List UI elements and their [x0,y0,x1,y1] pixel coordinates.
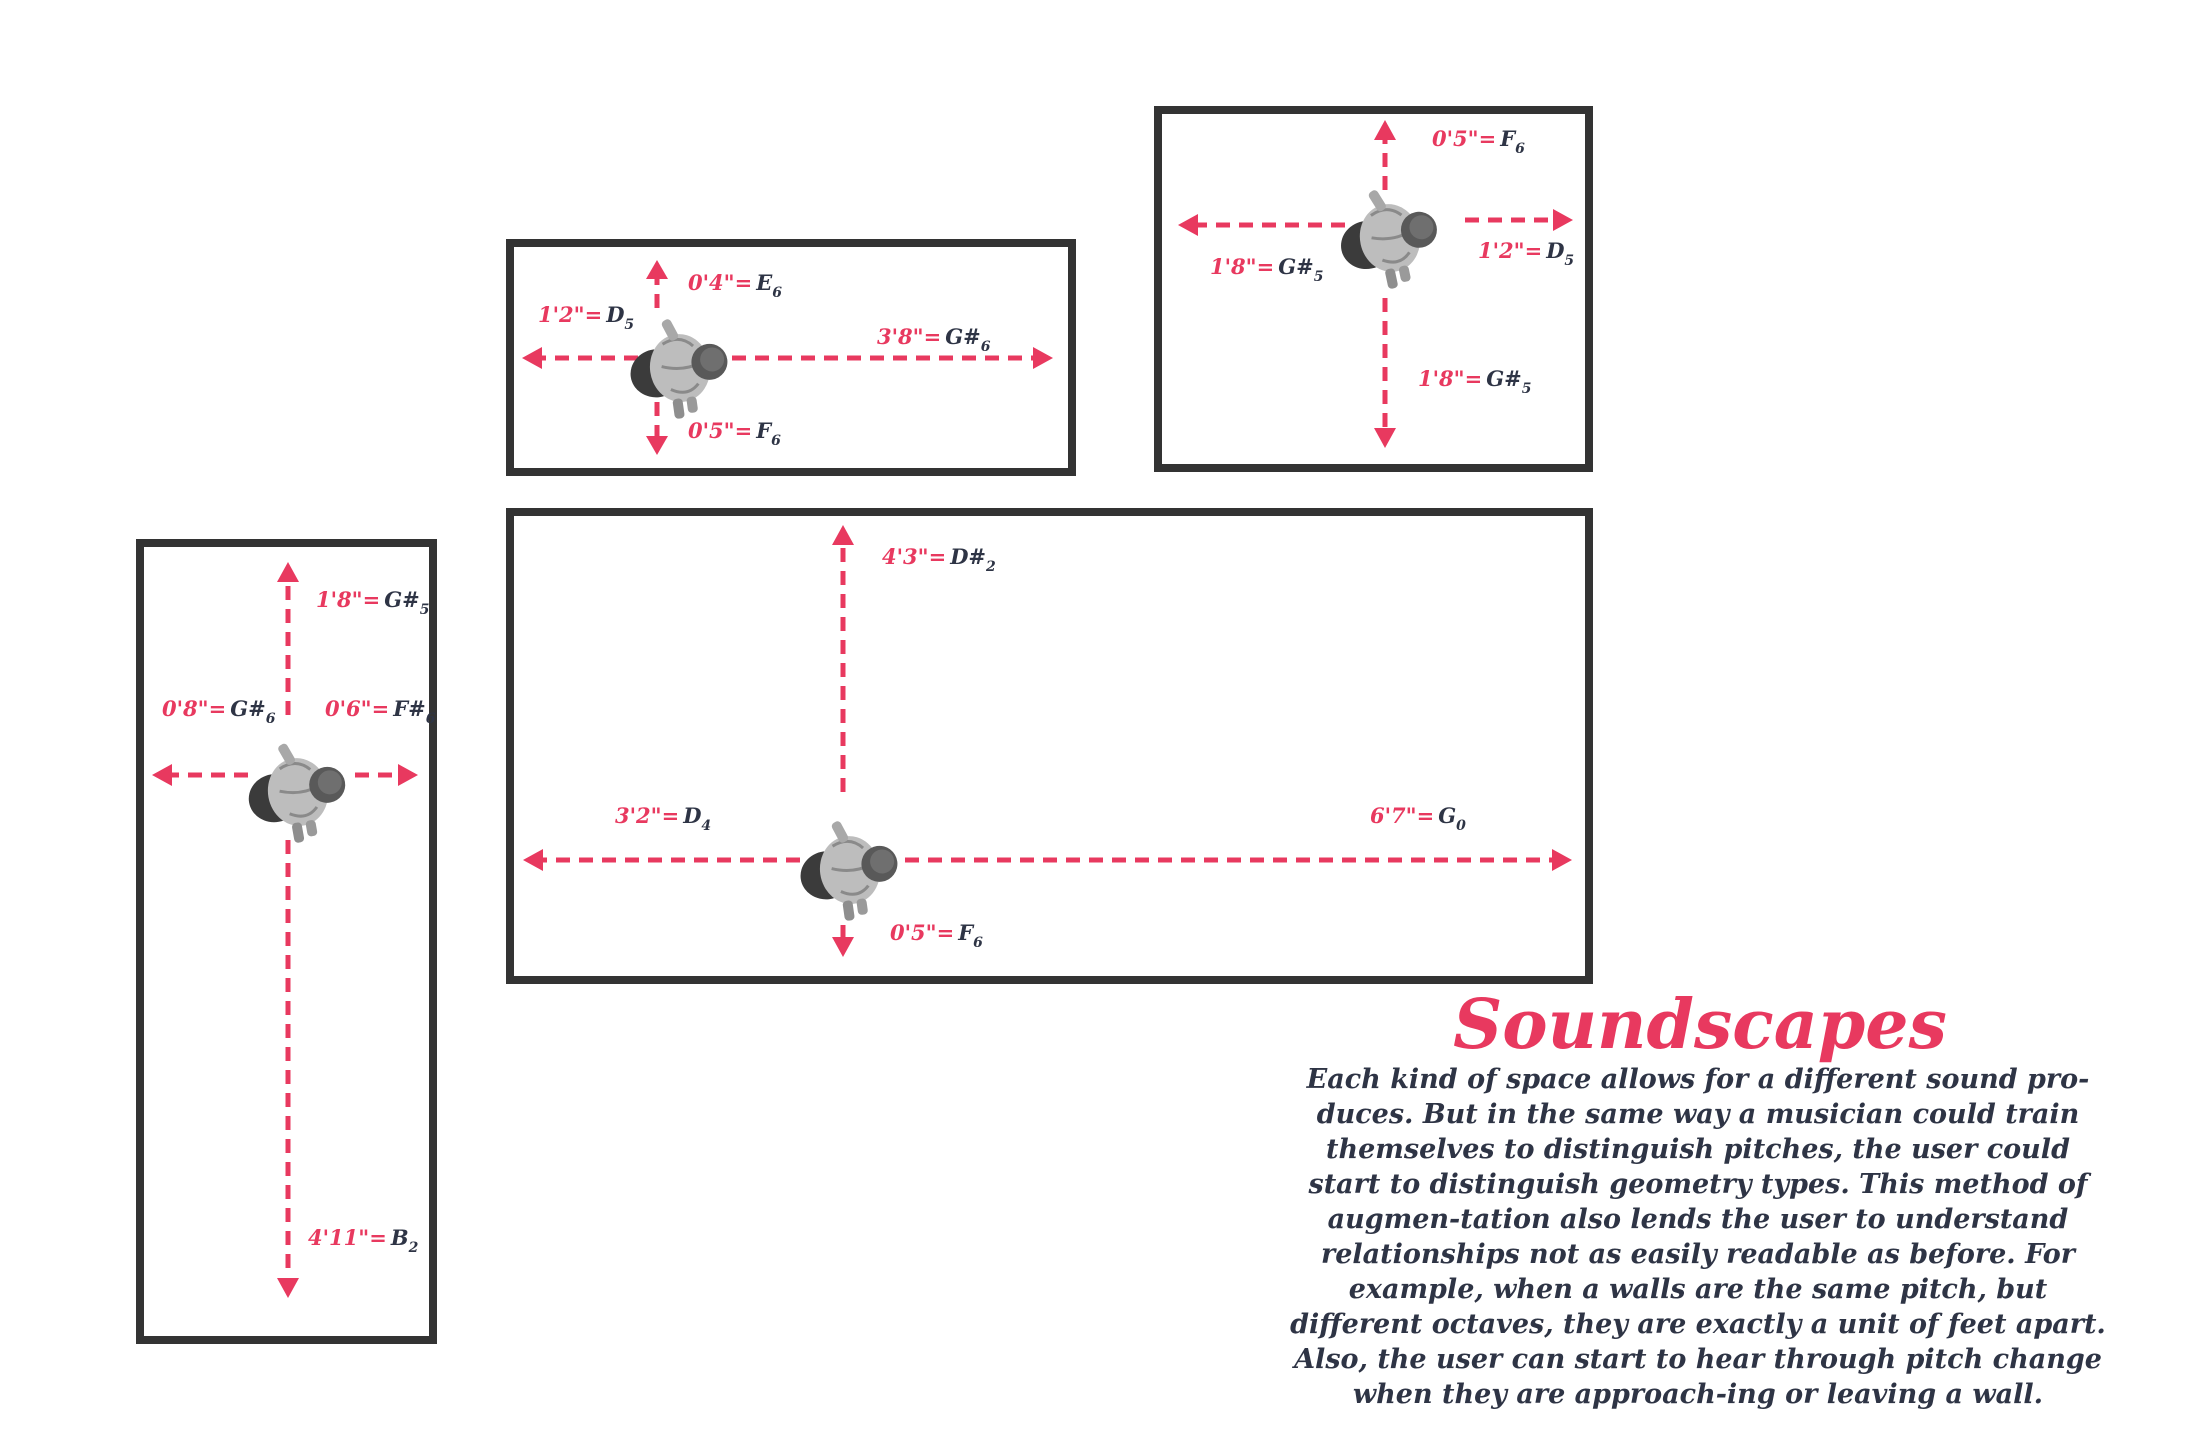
room-4-arrows [540,545,1555,940]
room-1-frame [506,239,1076,476]
page-title: Soundscapes [1453,985,1947,1065]
room-3-arrows [172,582,402,1275]
room-4-label-left: 3'2"=D4 [615,803,711,834]
room-2-frame [1154,106,1593,472]
person-icon [621,309,736,426]
room-4-label-bottom: 0'5"=F6 [890,920,983,951]
room-1-arrows [537,277,1038,438]
room-3 [136,539,437,1344]
room-3-label-bottom: 4'11"=B2 [308,1225,419,1256]
room-3-label-top: 1'8"=G#5 [316,587,429,618]
room-1-label-top: 0'4"=E6 [688,270,782,301]
room-4-label-top: 4'3"=D#2 [882,544,996,575]
room-4-frame [506,508,1593,984]
person-icon [238,731,356,852]
description-paragraph: Each kind of space allows for a differen… [1290,1064,2106,1410]
person-icon [791,811,906,928]
room-2-label-bottom: 1'8"=G#5 [1418,366,1531,397]
room-2-label-top: 0'5"=F6 [1432,126,1525,157]
room-2-label-left: 1'8"=G#5 [1210,254,1323,285]
room-1-label-right: 3'8"=G#6 [877,324,991,355]
room-3-label-right: 0'6"=F#6 [325,696,436,727]
room-2-label-right: 1'2"=D5 [1478,238,1574,269]
room-4 [506,508,1593,984]
room-3-frame [136,539,437,1344]
room-1 [506,239,1076,476]
room-1-label-bottom: 0'5"=F6 [688,418,781,449]
room-2-arrows [1196,140,1555,428]
room-4-label-right: 6'7"=G0 [1370,803,1466,834]
room-3-label-left: 0'8"=G#6 [162,696,276,727]
room-1-label-left: 1'2"=D5 [538,302,634,333]
person-icon [1328,176,1449,299]
room-2 [1154,106,1593,472]
